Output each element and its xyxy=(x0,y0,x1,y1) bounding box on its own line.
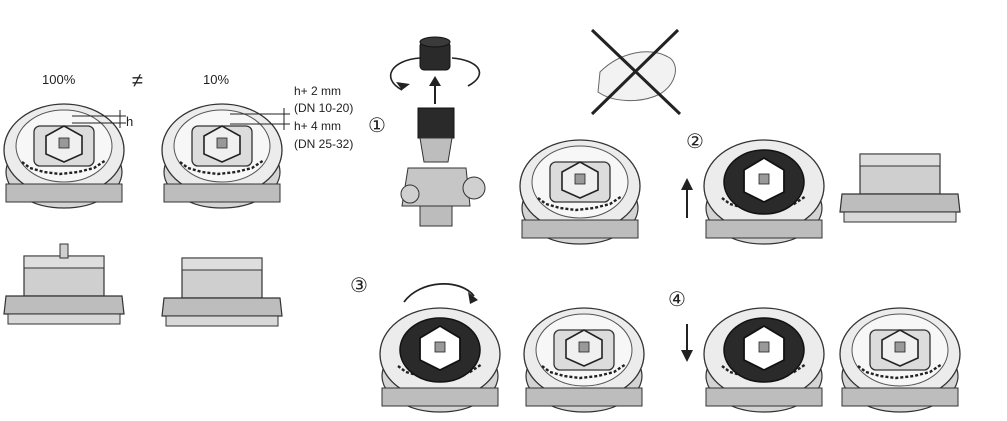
note-line-1: h+ 2 mm xyxy=(294,84,341,98)
step-2-marker: ② xyxy=(686,129,704,153)
label-10-percent: 10% xyxy=(203,72,229,87)
rotate-arrow-head-icon xyxy=(396,82,410,90)
height-marker-10 xyxy=(230,108,290,130)
rotate-arrow-step3-head-icon xyxy=(468,292,478,304)
arrow-down-head-icon xyxy=(681,350,693,362)
valve-top-step3-light xyxy=(522,306,646,414)
valve-body-step1 xyxy=(400,107,486,227)
rotate-arrow-step3-icon xyxy=(403,283,475,303)
not-equal-sign: ≠ xyxy=(132,70,143,92)
note-line-4: (DN 25-32) xyxy=(294,137,353,151)
valve-top-step2-before xyxy=(518,138,642,246)
insert-side-10 xyxy=(161,257,283,327)
arrow-up-step2-head-icon xyxy=(681,178,693,190)
label-100-percent: 100% xyxy=(42,72,76,87)
note-line-3: h+ 4 mm xyxy=(294,119,341,133)
insert-side-100 xyxy=(3,243,125,325)
valve-top-100 xyxy=(2,102,126,210)
valve-top-step3-dark xyxy=(378,306,502,414)
valve-top-step2-dark xyxy=(702,138,826,246)
valve-top-step4-dark xyxy=(702,306,826,414)
step-1-marker: ① xyxy=(368,113,386,137)
arrow-up-head-icon xyxy=(429,76,441,86)
rotate-arrow-icon xyxy=(389,57,481,91)
h-label: h xyxy=(126,114,133,129)
valve-top-10 xyxy=(160,102,284,210)
height-marker-100 xyxy=(72,110,126,128)
note-line-2: (DN 10-20) xyxy=(294,101,353,115)
cap-removed xyxy=(419,36,451,71)
insert-side-step2 xyxy=(839,153,961,223)
step-3-marker: ③ xyxy=(350,273,368,297)
valve-top-step4-light xyxy=(838,306,962,414)
crossed-hand-icon xyxy=(590,28,682,116)
step-4-marker: ④ xyxy=(668,287,686,311)
